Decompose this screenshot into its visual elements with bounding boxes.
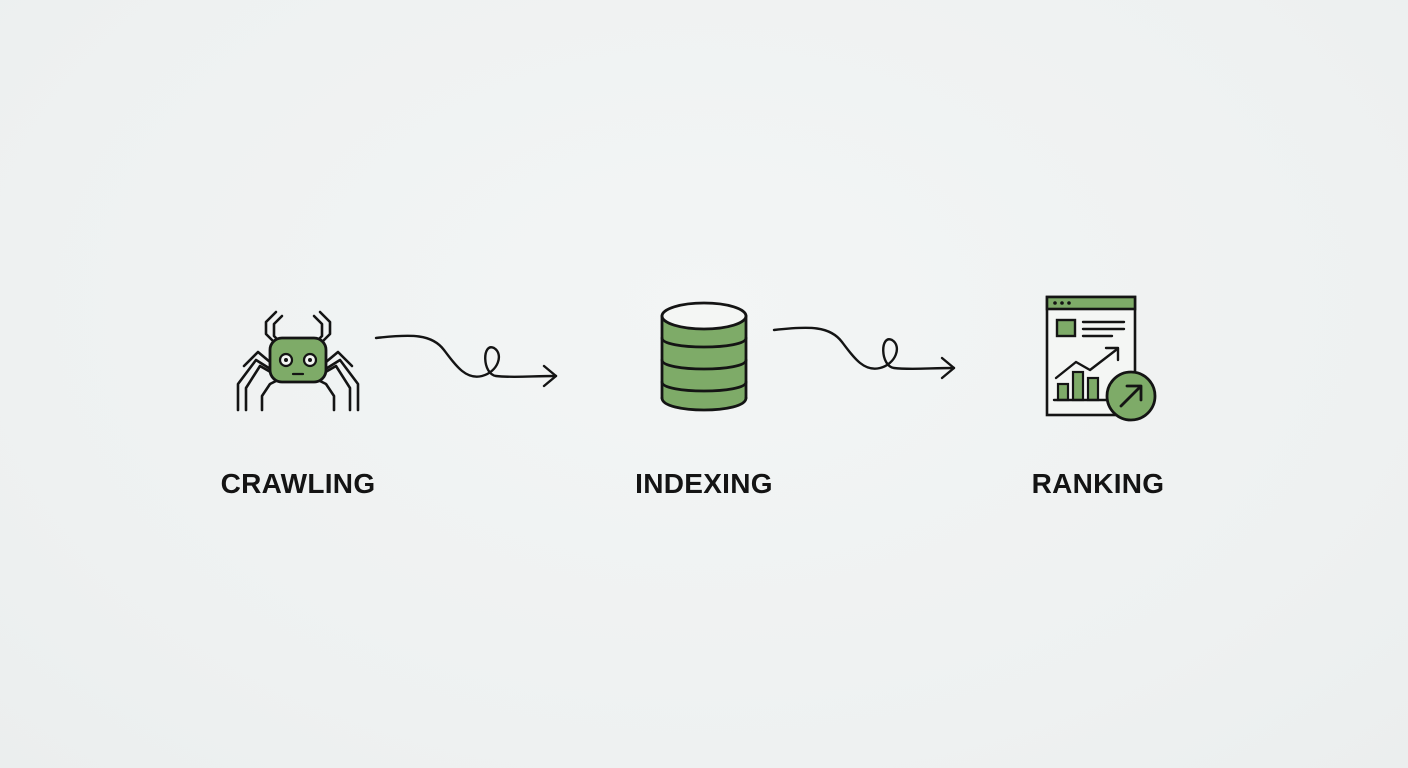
database-icon xyxy=(656,298,752,416)
step-label-ranking: RANKING xyxy=(1031,468,1165,499)
step-label-indexing: INDEXING xyxy=(635,468,773,499)
connector-arrow-indexing-to-ranking xyxy=(770,322,962,386)
ranking-report-icon xyxy=(1042,292,1164,424)
step-label-crawling: CRAWLING xyxy=(220,468,376,499)
spider-bot-icon xyxy=(232,308,364,416)
connector-arrow-crawling-to-indexing xyxy=(372,330,564,394)
